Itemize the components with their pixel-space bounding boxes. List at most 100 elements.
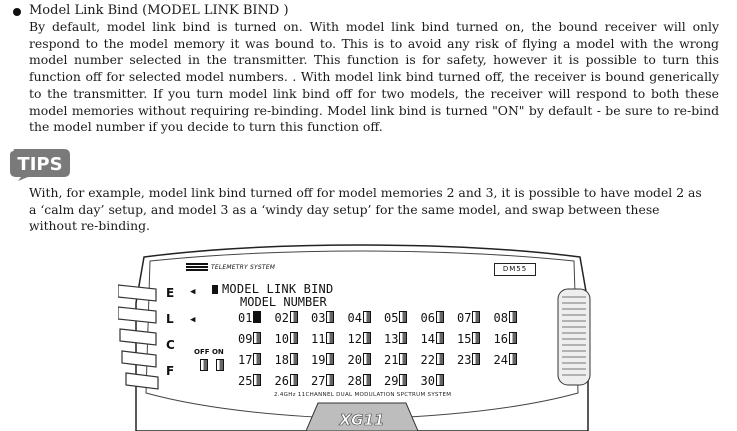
model-slot[interactable]: 28 bbox=[348, 373, 371, 389]
model-slot-toggle-icon bbox=[435, 374, 444, 386]
off-indicator-icon bbox=[200, 359, 208, 371]
selection-cursor-icon bbox=[212, 285, 218, 294]
tips-badge-icon: TIPS bbox=[10, 149, 70, 181]
model-slot[interactable]: 21 bbox=[384, 352, 408, 368]
model-slot[interactable]: 23 bbox=[457, 352, 481, 368]
model-slot[interactable]: 07 bbox=[457, 310, 481, 326]
model-slot[interactable]: 27 bbox=[311, 373, 335, 389]
model-slot[interactable]: 05 bbox=[384, 310, 408, 326]
model-number-grid: 01 02 03 04 05 06 07 08 09 10 11 12 13 14 15 16 17 18 19 20… bbox=[238, 310, 538, 390]
model-slot-toggle-icon bbox=[326, 353, 335, 365]
model-slot-number: 23 bbox=[457, 353, 472, 367]
model-slot-number: 16 bbox=[493, 332, 508, 346]
model-slot-toggle-icon bbox=[435, 353, 444, 365]
cursor-left-icon: ◀ bbox=[190, 287, 196, 297]
model-slot-number: 26 bbox=[274, 374, 289, 388]
lcd-title[interactable]: MODEL LINK BIND bbox=[212, 282, 333, 296]
model-slot-toggle-icon bbox=[362, 353, 371, 365]
model-slot-toggle-icon bbox=[289, 332, 298, 344]
model-slot-toggle-icon bbox=[472, 311, 481, 323]
model-slot-toggle-icon bbox=[435, 332, 444, 344]
section-body: By default, model link bind is turned on… bbox=[29, 19, 719, 135]
model-slot-number: 19 bbox=[311, 353, 326, 367]
model-slot-number: 30 bbox=[420, 374, 435, 388]
cursor-left-icon: ◀ bbox=[190, 315, 196, 325]
model-slot[interactable]: 04 bbox=[348, 310, 371, 326]
model-slot-toggle-icon bbox=[289, 353, 298, 365]
model-slot[interactable]: 14 bbox=[421, 331, 444, 347]
tips-badge-label: TIPS bbox=[17, 154, 62, 175]
model-slot-toggle-icon bbox=[326, 374, 335, 386]
model-slot[interactable]: 12 bbox=[348, 331, 371, 347]
model-slot-number: 29 bbox=[384, 374, 399, 388]
model-slot-toggle-icon bbox=[253, 353, 262, 365]
model-slot-toggle-icon bbox=[399, 332, 408, 344]
model-slot-number: 04 bbox=[347, 311, 362, 325]
model-badge: DM55 bbox=[494, 263, 536, 276]
model-slot-number: 02 bbox=[274, 311, 289, 325]
section-heading: Model Link Bind (MODEL LINK BIND ) bbox=[29, 3, 289, 18]
model-slot-number: 13 bbox=[384, 332, 399, 346]
lcd-subtitle: MODEL NUMBER bbox=[240, 295, 327, 309]
model-slot[interactable]: 30 bbox=[421, 373, 444, 389]
model-slot[interactable]: 03 bbox=[311, 310, 335, 326]
model-slot[interactable]: 09 bbox=[238, 331, 262, 347]
model-slot[interactable]: 18 bbox=[275, 352, 298, 368]
model-slot-number: 12 bbox=[347, 332, 362, 346]
lcd-screen: TELEMETRY SYSTEM DM55 E L C F ◀ ◀ MODEL … bbox=[166, 258, 540, 390]
model-slot-toggle-icon bbox=[326, 311, 335, 323]
model-slot[interactable]: 06 bbox=[421, 310, 444, 326]
model-slot[interactable]: 24 bbox=[494, 352, 517, 368]
model-slot[interactable]: 16 bbox=[494, 331, 517, 347]
model-slot-number: 05 bbox=[384, 311, 399, 325]
model-slot[interactable]: 22 bbox=[421, 352, 444, 368]
model-slot-toggle-icon bbox=[508, 311, 517, 323]
on-indicator-icon bbox=[216, 359, 224, 371]
model-slot-number: 17 bbox=[238, 353, 253, 367]
model-slot[interactable]: 13 bbox=[384, 331, 408, 347]
model-slot-number: 03 bbox=[311, 311, 326, 325]
model-slot-number: 21 bbox=[384, 353, 399, 367]
model-slot[interactable]: 08 bbox=[494, 310, 517, 326]
model-slot[interactable]: 25 bbox=[238, 373, 262, 389]
model-slot-toggle-icon bbox=[362, 374, 371, 386]
model-slot-toggle-icon bbox=[472, 353, 481, 365]
model-slot[interactable]: 01 bbox=[238, 310, 262, 326]
model-slot-number: 09 bbox=[238, 332, 253, 346]
model-slot-number: 22 bbox=[420, 353, 435, 367]
side-letter-f: F bbox=[166, 364, 175, 378]
lcd-title-text: MODEL LINK BIND bbox=[222, 282, 334, 296]
model-slot-toggle-icon bbox=[362, 332, 371, 344]
model-slot-toggle-icon bbox=[472, 332, 481, 344]
model-slot[interactable]: 20 bbox=[348, 352, 371, 368]
model-slot-toggle-icon bbox=[289, 374, 298, 386]
model-slot-toggle-icon bbox=[289, 311, 298, 323]
model-slot-number: 18 bbox=[274, 353, 289, 367]
model-slot-number: 11 bbox=[311, 332, 326, 346]
model-slot-number: 07 bbox=[457, 311, 472, 325]
off-label: OFF bbox=[194, 348, 210, 356]
model-slot-number: 25 bbox=[238, 374, 253, 388]
model-slot-number: 10 bbox=[274, 332, 289, 346]
model-slot[interactable]: 10 bbox=[275, 331, 298, 347]
model-slot[interactable]: 19 bbox=[311, 352, 335, 368]
model-slot-toggle-icon bbox=[435, 311, 444, 323]
model-slot-toggle-icon bbox=[253, 332, 262, 344]
model-slot[interactable]: 29 bbox=[384, 373, 408, 389]
model-slot-toggle-icon bbox=[326, 332, 335, 344]
on-label: ON bbox=[211, 348, 224, 356]
model-slot[interactable]: 26 bbox=[275, 373, 298, 389]
model-slot-number: 01 bbox=[238, 311, 253, 325]
side-letter-l: L bbox=[166, 312, 174, 326]
model-slot-number: 24 bbox=[493, 353, 508, 367]
model-slot-number: 08 bbox=[493, 311, 508, 325]
model-slot-number: 06 bbox=[420, 311, 435, 325]
model-slot-number: 27 bbox=[311, 374, 326, 388]
model-slot-toggle-icon bbox=[253, 374, 262, 386]
model-slot[interactable]: 02 bbox=[275, 310, 298, 326]
model-slot[interactable]: 17 bbox=[238, 352, 262, 368]
model-slot[interactable]: 11 bbox=[311, 331, 335, 347]
bottom-caption: 2.4GHz 11CHANNEL DUAL MODULATION SPCTRUM… bbox=[274, 392, 452, 398]
model-slot[interactable]: 15 bbox=[457, 331, 481, 347]
brand-text: TELEMETRY SYSTEM bbox=[211, 264, 276, 271]
